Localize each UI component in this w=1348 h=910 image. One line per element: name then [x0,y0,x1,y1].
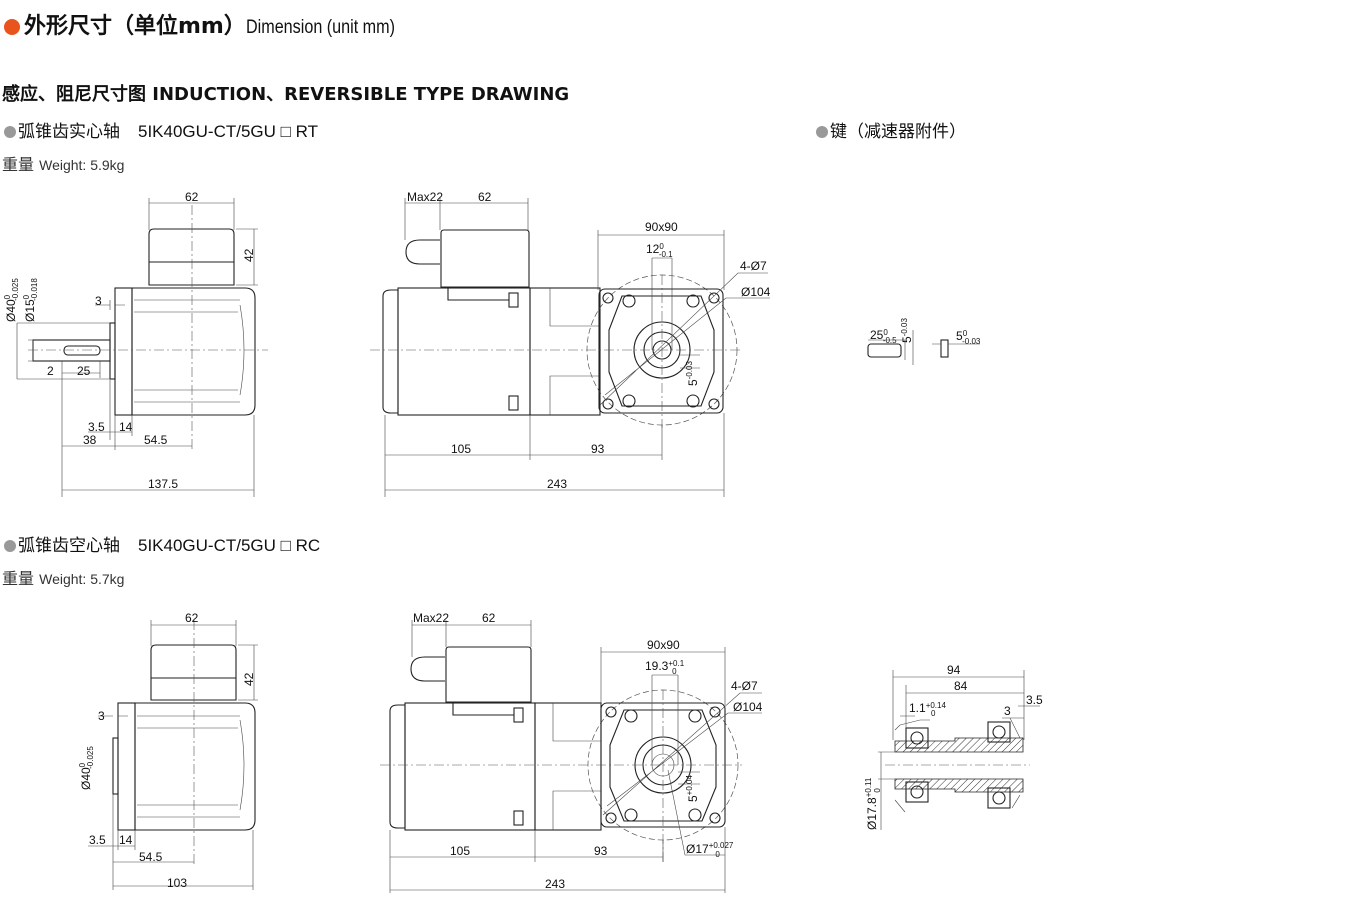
title-cn: 外形尺寸（单位mm） [24,14,246,39]
weight-label-cn: 重量 [2,569,35,588]
dim-box-width: 62 [478,190,492,204]
solid-front-view: Max22 62 90x90 120-0.1 4-Ø7 Ø104 5-0.03 … [370,190,771,497]
dim-total: 137.5 [148,477,178,491]
bullet-icon [4,126,16,138]
solid-weight: 重量 Weight: 5.9kg [2,151,124,175]
dim-max22: Max22 [407,190,443,204]
key-width: 50-0.03 [956,329,981,346]
dim-93: 93 [594,844,608,858]
dim-2: 2 [47,364,54,378]
dim-pcd: Ø104 [733,700,763,714]
hollow-model: 5IK40GU-CT/5GU □ RC [138,536,321,555]
mounting-holes [605,706,721,824]
dim-flange: 90x90 [647,638,680,652]
key-heading: 键（减速器附件） [816,117,966,142]
dim-total: 103 [167,876,187,890]
dim-105: 105 [450,844,470,858]
dim-total: 243 [547,477,567,491]
dim-3: 3 [1004,704,1011,718]
weight-value: Weight: 5.9kg [39,157,125,173]
dim-3-5: 3.5 [89,833,106,847]
dim-14: 14 [119,833,133,847]
solid-shaft-heading: 弧锥齿实心轴 5IK40GU-CT/5GU □ RT [4,117,318,142]
bullet-icon [4,540,16,552]
dim-pcd: Ø104 [741,285,771,299]
dim-14: 14 [119,420,133,434]
solid-model: 5IK40GU-CT/5GU □ RT [138,122,318,141]
dim-box-height: 42 [242,248,256,262]
dim-54-5: 54.5 [144,433,168,447]
hollow-weight: 重量 Weight: 5.7kg [2,565,124,589]
dim-3-5: 3.5 [88,420,105,434]
dim-box-height: 42 [242,672,256,686]
mounting-holes [602,292,720,410]
dim-d15: Ø150-0.018 [22,278,39,322]
hollow-shaft-heading: 弧锥齿空心轴 5IK40GU-CT/5GU □ RC [4,531,320,556]
title-en: Dimension (unit mm) [245,17,395,38]
dim-84: 84 [954,679,968,693]
dim-93: 93 [591,442,605,456]
bullet-icon [816,126,828,138]
dim-3: 3 [95,294,102,308]
dim-54-5: 54.5 [139,850,163,864]
dim-holes: 4-Ø7 [731,679,758,693]
dim-5: 5+0.04 [685,775,700,802]
dim-holes: 4-Ø7 [740,259,767,273]
solid-label: 弧锥齿实心轴 [18,122,120,142]
dim-38: 38 [83,433,97,447]
dim-box-width: 62 [482,611,496,625]
dim-12: 120-0.1 [646,242,673,259]
dim-25: 25 [77,364,91,378]
dim-box-width: 62 [185,190,199,204]
dim-max22: Max22 [413,611,449,625]
section-title: 感应、阻尼尺寸图 INDUCTION、REVERSIBLE TYPE DRAWI… [2,84,570,105]
dim-d40: Ø400-0.025 [78,746,95,790]
key-label: 键（减速器附件） [830,122,966,142]
hollow-side-view: 62 42 3 Ø400-0.025 3.5 14 54.5 103 [78,611,258,890]
page-title: 外形尺寸（单位mm）Dimension (unit mm) [4,8,421,40]
dim-box-width: 62 [185,611,199,625]
weight-value: Weight: 5.7kg [39,571,125,587]
solid-side-view: 62 42 Ø400-0.025 Ø150-0.018 3 2 25 3.5 1… [3,190,268,497]
dim-total: 243 [545,877,565,891]
key-len: 250-0.5 [870,328,897,345]
dim-3-5: 3.5 [1026,693,1043,707]
dim-3: 3 [98,709,105,723]
dim-d17-8: Ø17.8+0.110 [864,777,882,830]
hollow-label: 弧锥齿空心轴 [18,536,120,556]
dim-5: 5-0.03 [685,361,700,386]
dim-d40: Ø400-0.025 [3,278,20,322]
dim-105: 105 [451,442,471,456]
dim-94: 94 [947,663,961,677]
weight-label-cn: 重量 [2,155,35,174]
bullet-icon [4,19,20,35]
dim-flange: 90x90 [645,220,678,234]
key-height: 5-0.03 [900,318,914,343]
key-drawing: 250-0.5 5-0.03 50-0.03 [867,318,981,365]
